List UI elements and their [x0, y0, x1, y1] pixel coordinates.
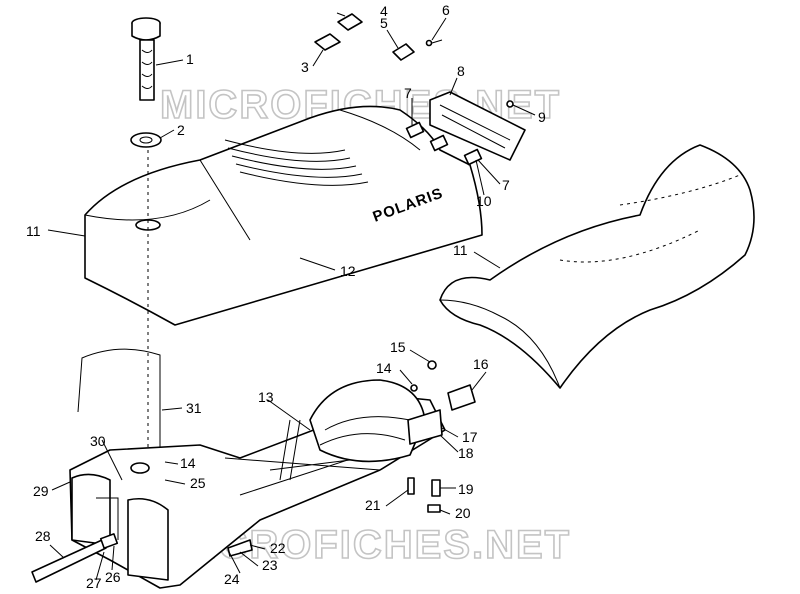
- fuel-tank-base: [69, 379, 446, 589]
- callout-9: 9: [538, 109, 546, 125]
- callout-31: 31: [186, 400, 202, 416]
- strap-rod: [77, 150, 161, 460]
- callout-1: 1: [186, 51, 194, 67]
- callout-26: 26: [105, 569, 121, 585]
- callout-23: 23: [262, 557, 278, 573]
- callout-5: 5: [380, 15, 388, 31]
- callout-14-bottom: 14: [180, 455, 196, 471]
- callout-29: 29: [33, 483, 49, 499]
- callout-3: 3: [301, 59, 309, 75]
- fuel-cap: [131, 17, 161, 101]
- callout-25: 25: [190, 475, 206, 491]
- callout-4: 4: [380, 3, 388, 19]
- callout-30: 30: [90, 433, 106, 449]
- seat-assembly: [439, 144, 755, 389]
- mounting-plates: [314, 13, 443, 61]
- callout-7-top: 7: [404, 85, 412, 101]
- callout-27: 27: [86, 575, 102, 591]
- callout-19: 19: [458, 481, 474, 497]
- callout-14-top: 14: [376, 360, 392, 376]
- callout-10: 10: [476, 193, 492, 209]
- fuel-hose: [31, 533, 253, 583]
- callout-6: 6: [442, 2, 450, 18]
- taillight-housing: [429, 91, 526, 161]
- callout-11-right: 11: [453, 242, 468, 258]
- callout-24: 24: [224, 571, 240, 587]
- callout-11-left: 11: [26, 223, 41, 239]
- callout-28: 28: [35, 528, 51, 544]
- callout-labels: 1 2 3 4 5 6 7 7 8 9 10 11 11 12 13 14 14…: [26, 2, 546, 591]
- callout-22: 22: [270, 540, 286, 556]
- bracket-parts: [407, 360, 476, 445]
- callout-13: 13: [258, 389, 274, 405]
- bolts: [407, 477, 441, 513]
- leader-lines: [47, 12, 536, 581]
- grommet: [130, 132, 162, 148]
- callout-8: 8: [457, 63, 465, 79]
- callout-18: 18: [458, 445, 474, 461]
- callout-2: 2: [177, 122, 185, 138]
- callout-21: 21: [365, 497, 381, 513]
- callout-15: 15: [390, 339, 406, 355]
- callout-17: 17: [462, 429, 478, 445]
- callout-12: 12: [340, 263, 356, 279]
- callout-7-bottom: 7: [502, 177, 510, 193]
- seat-cover: POLARIS: [84, 105, 483, 326]
- callout-20: 20: [455, 505, 471, 521]
- callout-16: 16: [473, 356, 489, 372]
- spacers: [405, 121, 483, 166]
